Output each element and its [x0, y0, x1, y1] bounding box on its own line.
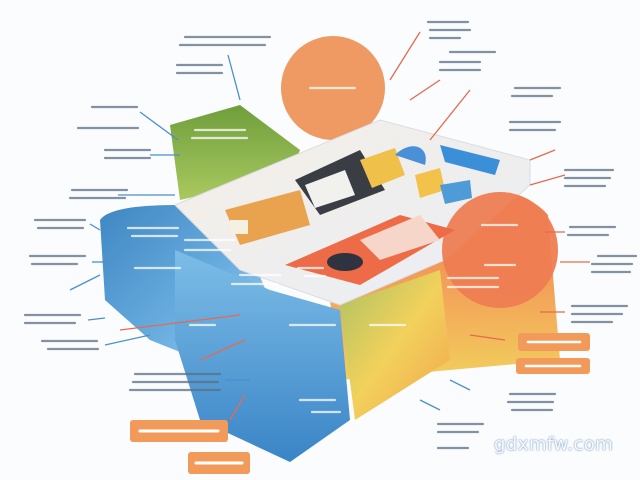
site-watermark: gdxmfw.com [494, 434, 614, 455]
yellow-front-face [340, 270, 450, 420]
blurred-labels [23, 20, 638, 450]
leader-lines [69, 31, 590, 421]
blue-lower-prism [175, 250, 350, 462]
tray-contents [225, 145, 500, 285]
orange-circle-right [442, 192, 558, 308]
orange-badges [130, 333, 590, 474]
